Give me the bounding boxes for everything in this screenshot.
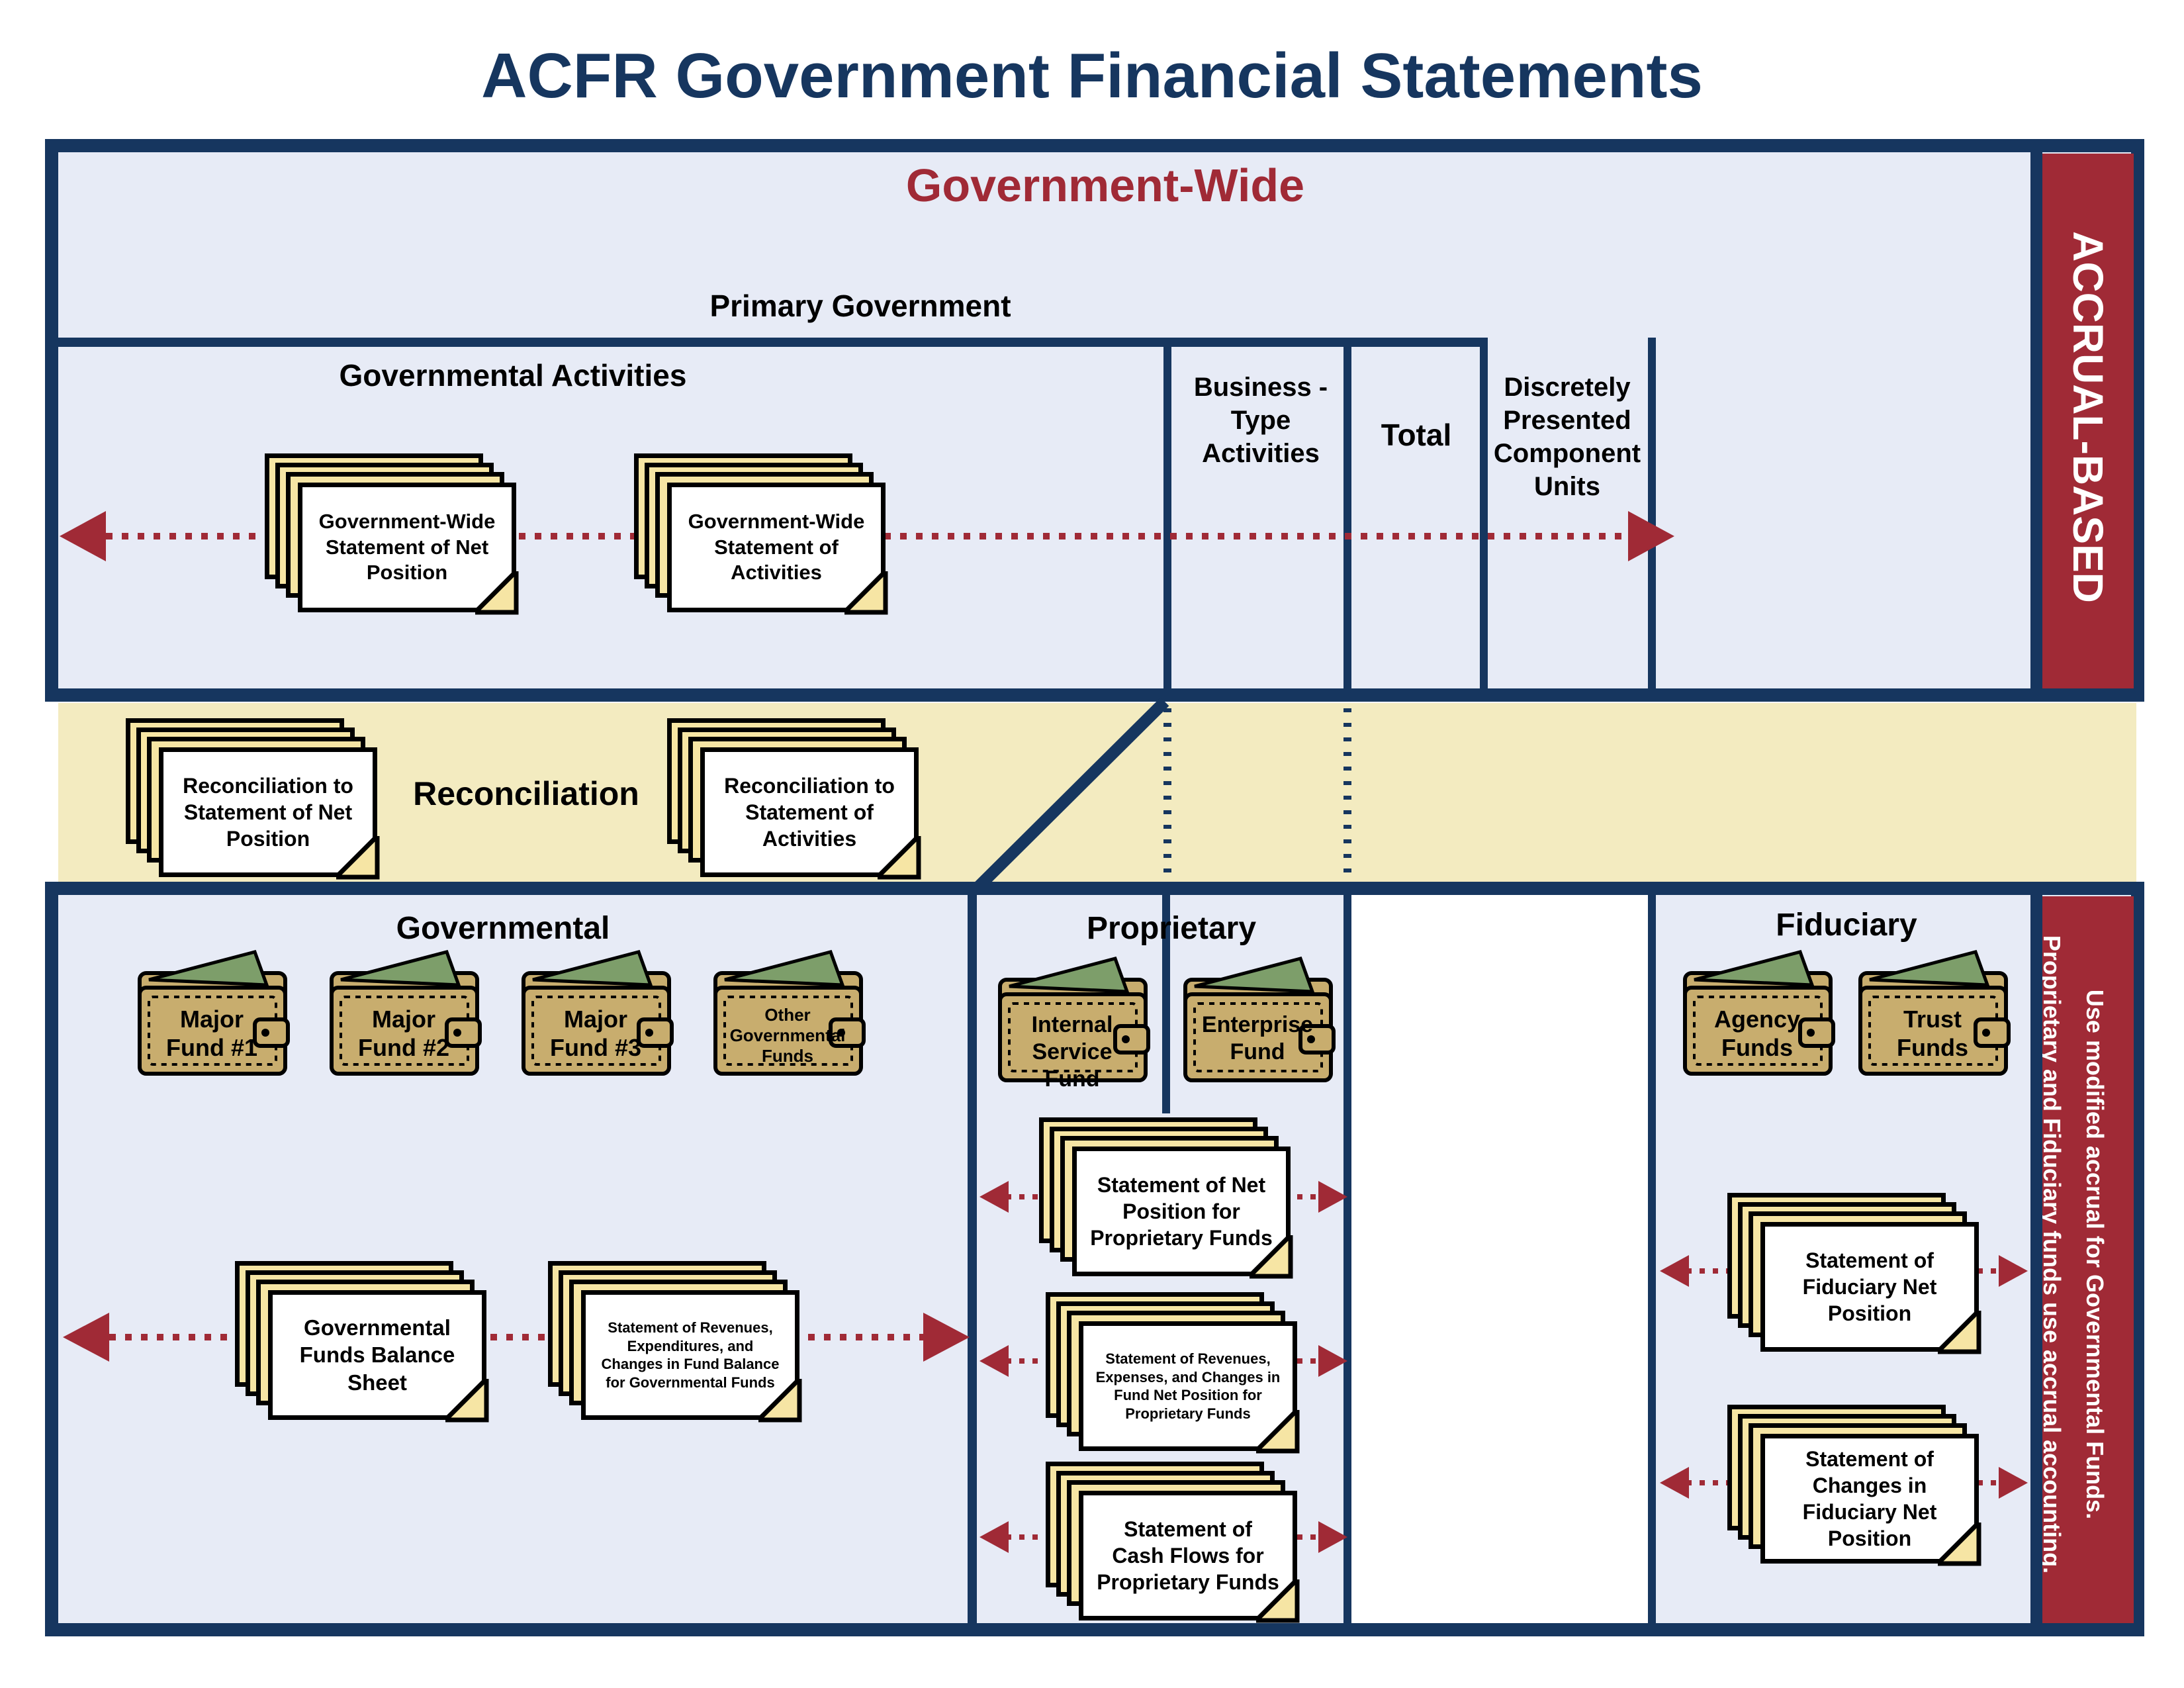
proprietary-wallet-divider [1162,895,1170,1113]
divider-business [1163,338,1171,688]
wallet-icon [1683,950,1835,1076]
primary-gov-rule [58,338,1488,347]
total-heading: Total [1381,418,1452,452]
doc-governmental-balance-sheet: Governmental Funds Balance Sheet [235,1261,489,1423]
doc-proprietary-revenues: Statement of Revenues, Expenses, and Cha… [1046,1292,1304,1454]
wallet-icon [330,950,482,1076]
divider-discrete-right [1648,338,1656,688]
wallet-label: Trust Funds [1897,1006,1968,1062]
wallet-fiduciary-1: Agency Funds [1681,947,1840,1105]
reconciliation-label: Reconciliation [413,775,639,812]
wallet-label: Agency Funds [1713,1006,1801,1062]
funds-blank-column [1351,895,1651,1623]
doc-reconciliation-net-position: Reconciliation to Statement of Net Posit… [126,718,380,880]
primary-government-heading: Primary Government [709,289,1011,323]
discretely-presented-heading: Discretely Presented Component Units [1493,373,1641,501]
doc-fiduciary-net-position: Statement of Fiduciary Net Position [1727,1193,1985,1354]
wallet-label: Major Fund #1 [165,1006,257,1062]
governmental-dotted-arrow [63,1313,970,1362]
wallet-label: Major Fund #3 [549,1006,641,1062]
wallet-icon [1183,957,1336,1082]
accrual-based-band [2042,154,2134,688]
divider-discrete [1480,338,1488,688]
proprietary-dotted-connectors [1163,708,1351,894]
government-wide-panel [45,139,2144,702]
wallet-icon [1858,950,2011,1076]
reconciliation-diagonal [974,698,1169,890]
governmental-activities-heading: Governmental Activities [339,358,687,393]
funds-side-band [2042,896,2134,1623]
accrual-based-label: ACCRUAL-BASED [2064,231,2112,603]
divider-total [1343,338,1351,688]
funds-divider-proprietary [968,895,977,1623]
funds-side-label-line1: Use modified accrual for Governmental Fu… [2081,989,2109,1520]
doc-reconciliation-activities: Reconciliation to Statement of Activitie… [667,718,921,880]
wallet-label: Enterprise Fund [1201,1012,1314,1064]
fiduciary-heading: Fiduciary [1776,908,1917,943]
wallet-governmental-4: Other Governmental Funds [711,947,870,1105]
wallet-governmental-1: Major Fund #1 [136,947,295,1105]
doc-gw-activities: Government-Wide Statement of Activities [634,453,888,615]
doc-governmental-revenues: Statement of Revenues, Expenditures, and… [548,1261,802,1423]
reconciliation-band [58,703,2136,882]
funds-divider-fiduciary [1648,895,1656,1623]
wallet-fiduciary-2: Trust Funds [1856,947,2015,1105]
doc-fiduciary-changes: Statement of Changes in Fiduciary Net Po… [1727,1405,1985,1566]
wallet-icon [713,950,866,1076]
top-dotted-arrow [60,511,1674,561]
side-band-divider [2030,152,2042,688]
doc-proprietary-cash-flows: Statement of Cash Flows for Proprietary … [1046,1462,1304,1623]
wallet-governmental-2: Major Fund #2 [328,947,486,1105]
wallet-icon [138,950,290,1076]
proprietary-heading: Proprietary [1086,911,1257,946]
doc-proprietary-net-position: Statement of Net Position for Proprietar… [1039,1117,1293,1279]
wallet-label: Internal Service Fund [1031,1012,1113,1092]
wallet-governmental-3: Major Fund #3 [520,947,678,1105]
business-type-heading: Business - Type Activities [1193,373,1328,468]
wallet-icon [998,957,1150,1082]
wallet-proprietary-2: Enterprise Fund [1181,953,1340,1112]
wallet-label: Other Governmental Funds [729,1005,846,1066]
funds-divider-blank [1343,895,1351,1623]
page-title: ACFR Government Financial Statements [481,40,1703,111]
funds-side-divider [2030,895,2042,1623]
wallet-proprietary-1: Internal Service Fund [996,953,1155,1112]
doc-gw-net-position: Government-Wide Statement of Net Positio… [265,453,519,615]
governmental-heading: Governmental [396,911,610,946]
government-wide-heading: Government-Wide [905,160,1305,211]
wallet-label: Major Fund #2 [357,1006,449,1062]
wallet-icon [522,950,674,1076]
